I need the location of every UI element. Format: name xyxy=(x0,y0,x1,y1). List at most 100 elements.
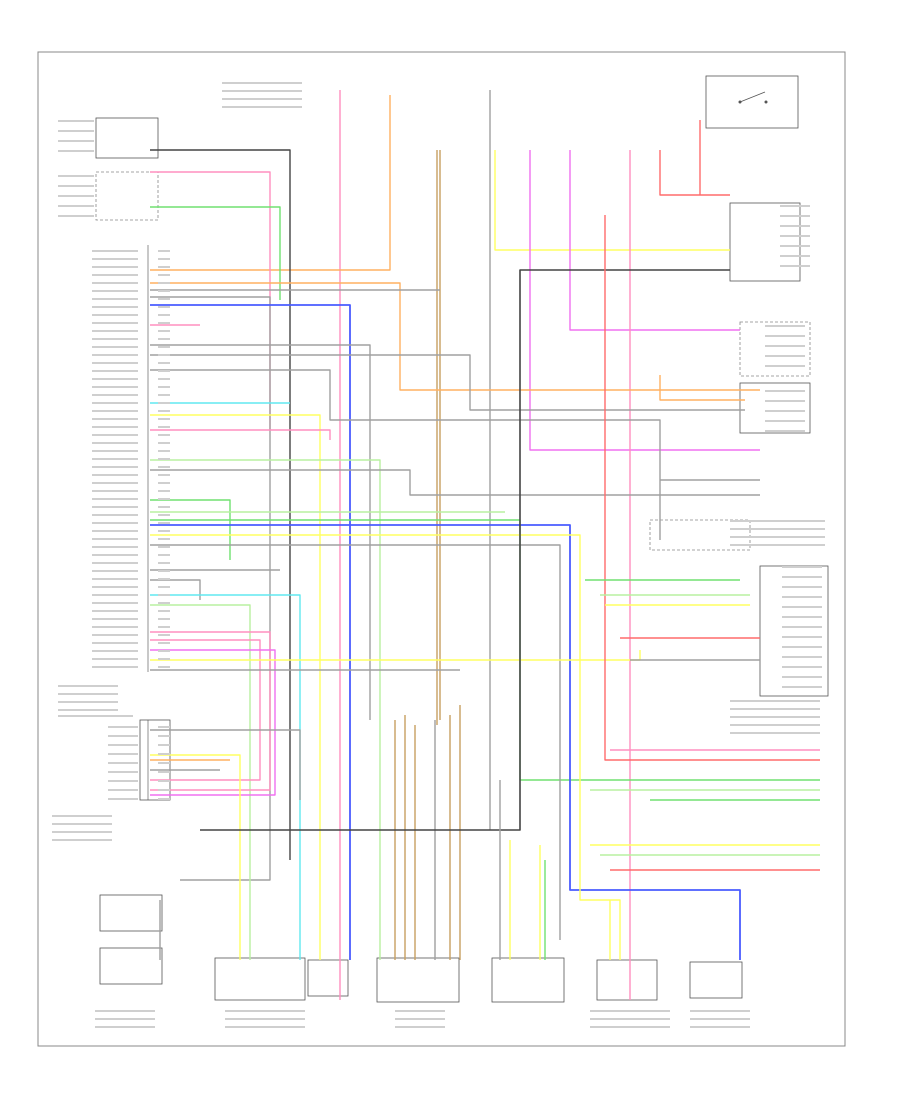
wire-black xyxy=(200,269,730,831)
bottom-module-2 xyxy=(307,959,349,997)
label-tick xyxy=(92,530,138,532)
label-tick xyxy=(58,715,133,717)
wire-lightgreen xyxy=(150,604,251,960)
label-tick xyxy=(92,522,138,524)
wire-grey xyxy=(150,729,301,800)
label-tick xyxy=(780,225,810,227)
label-tick xyxy=(92,378,138,380)
label-tick xyxy=(765,325,805,327)
label-tick xyxy=(158,634,170,636)
wire-grey xyxy=(150,296,271,881)
label-tick xyxy=(92,570,138,572)
label-tick xyxy=(92,442,138,444)
label-tick xyxy=(158,386,170,388)
label-tick xyxy=(730,544,825,546)
label-tick xyxy=(158,330,170,332)
label-tick xyxy=(222,82,302,84)
right-component-1 xyxy=(729,202,801,282)
wire-black xyxy=(150,149,291,860)
label-tick xyxy=(782,606,822,608)
label-tick xyxy=(158,753,170,755)
label-tick xyxy=(158,402,170,404)
label-tick xyxy=(782,566,822,568)
label-tick xyxy=(58,195,94,197)
label-tick xyxy=(108,798,138,800)
label-tick xyxy=(92,650,138,652)
bottom-module-6 xyxy=(689,961,743,999)
wire-blue xyxy=(150,524,741,960)
wire-red xyxy=(604,215,820,761)
wire-pink xyxy=(150,429,331,440)
label-tick xyxy=(108,735,138,737)
label-tick xyxy=(765,335,805,337)
label-tick xyxy=(92,658,138,660)
label-tick xyxy=(92,266,138,268)
label-tick xyxy=(158,338,170,340)
label-tick xyxy=(765,345,805,347)
label-tick xyxy=(222,106,302,108)
bottom-module-4 xyxy=(491,957,565,1003)
label-tick xyxy=(158,322,170,324)
wire-red xyxy=(659,150,730,196)
label-tick xyxy=(92,618,138,620)
label-tick xyxy=(730,528,825,530)
wire-pink xyxy=(150,639,261,781)
label-tick xyxy=(158,586,170,588)
label-tick xyxy=(92,474,138,476)
label-tick xyxy=(92,634,138,636)
wire-grey xyxy=(150,544,561,940)
label-tick xyxy=(158,490,170,492)
right-component-3 xyxy=(739,382,811,434)
label-tick xyxy=(95,1010,155,1012)
label-tick xyxy=(58,150,94,152)
label-tick xyxy=(158,498,170,500)
wire-pink xyxy=(150,171,271,430)
label-tick xyxy=(158,370,170,372)
label-tick xyxy=(158,418,170,420)
label-tick xyxy=(395,1010,445,1012)
label-tick xyxy=(158,578,170,580)
label-tick xyxy=(92,594,138,596)
label-placeholders xyxy=(52,82,825,1028)
label-tick xyxy=(782,586,822,588)
top-left-sensor xyxy=(95,117,159,159)
label-tick xyxy=(782,576,822,578)
label-tick xyxy=(108,753,138,755)
label-tick xyxy=(158,618,170,620)
label-tick xyxy=(780,205,810,207)
label-tick xyxy=(690,1018,750,1020)
label-tick xyxy=(95,1026,155,1028)
label-tick xyxy=(92,626,138,628)
label-tick xyxy=(58,709,118,711)
label-tick xyxy=(92,410,138,412)
label-tick xyxy=(92,466,138,468)
label-tick xyxy=(58,130,94,132)
label-tick xyxy=(92,538,138,540)
label-tick xyxy=(158,666,170,668)
wire-grey xyxy=(150,344,371,720)
label-tick xyxy=(158,514,170,516)
label-tick xyxy=(780,255,810,257)
label-tick xyxy=(782,656,822,658)
label-tick xyxy=(92,434,138,436)
label-tick xyxy=(765,365,805,367)
label-tick xyxy=(158,290,170,292)
label-tick xyxy=(58,140,94,142)
label-tick xyxy=(92,298,138,300)
label-tick xyxy=(690,1026,750,1028)
label-tick xyxy=(765,355,805,357)
label-tick xyxy=(158,354,170,356)
label-tick xyxy=(730,536,825,538)
label-tick xyxy=(158,538,170,540)
label-tick xyxy=(158,735,170,737)
left-component-1 xyxy=(99,894,163,932)
label-tick xyxy=(782,646,822,648)
label-tick xyxy=(590,1026,670,1028)
label-tick xyxy=(108,771,138,773)
wire-grey xyxy=(150,354,745,411)
label-tick xyxy=(158,306,170,308)
wire-yellow xyxy=(150,650,641,661)
label-tick xyxy=(158,482,170,484)
label-tick xyxy=(92,370,138,372)
label-tick xyxy=(108,744,138,746)
